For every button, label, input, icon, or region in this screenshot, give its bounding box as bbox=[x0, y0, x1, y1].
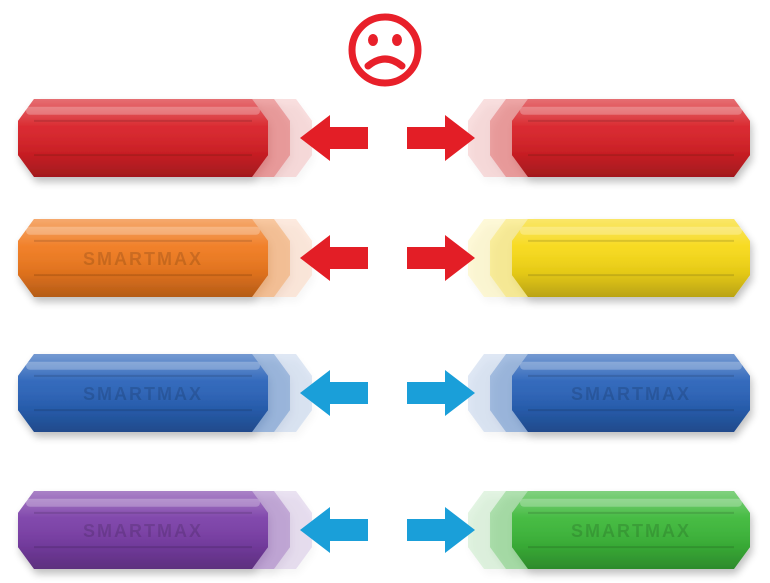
right-magnet: SMARTMAX bbox=[468, 491, 750, 569]
left-magnet bbox=[18, 99, 312, 177]
left-magnet: SMARTMAX bbox=[18, 219, 312, 297]
right-magnet bbox=[468, 219, 750, 297]
magnet-brand-text: SMARTMAX bbox=[571, 521, 691, 541]
right-magnet: SMARTMAX bbox=[468, 354, 750, 432]
magnet-highlight bbox=[520, 107, 742, 115]
magnet-highlight bbox=[520, 499, 742, 507]
right-arrow-icon bbox=[407, 507, 475, 553]
magnet-highlight bbox=[26, 227, 260, 235]
sad-face-icon bbox=[352, 17, 418, 83]
magnet-brand-text: SMARTMAX bbox=[83, 384, 203, 404]
left-magnet: SMARTMAX bbox=[18, 354, 312, 432]
magnet-highlight bbox=[26, 107, 260, 115]
right-arrow-icon bbox=[407, 235, 475, 281]
right-magnet bbox=[468, 99, 750, 177]
magnet-brand-text: SMARTMAX bbox=[83, 521, 203, 541]
left-magnet: SMARTMAX bbox=[18, 491, 312, 569]
right-arrow-icon bbox=[407, 370, 475, 416]
right-arrow-icon bbox=[407, 115, 475, 161]
magnet-highlight bbox=[26, 499, 260, 507]
magnet-row-blue-blue: SMARTMAX SMARTMAX bbox=[18, 354, 750, 432]
magnet-highlight bbox=[26, 362, 260, 370]
magnet-row-orange-yellow: SMARTMAX bbox=[18, 219, 750, 297]
magnet-highlight bbox=[520, 227, 742, 235]
magnet-brand-text: SMARTMAX bbox=[571, 384, 691, 404]
magnet-highlight bbox=[520, 362, 742, 370]
magnet-row-purple-green: SMARTMAX SMARTMAX bbox=[18, 491, 750, 569]
magnet-row-red-red bbox=[18, 99, 750, 177]
magnet-brand-text: SMARTMAX bbox=[83, 249, 203, 269]
